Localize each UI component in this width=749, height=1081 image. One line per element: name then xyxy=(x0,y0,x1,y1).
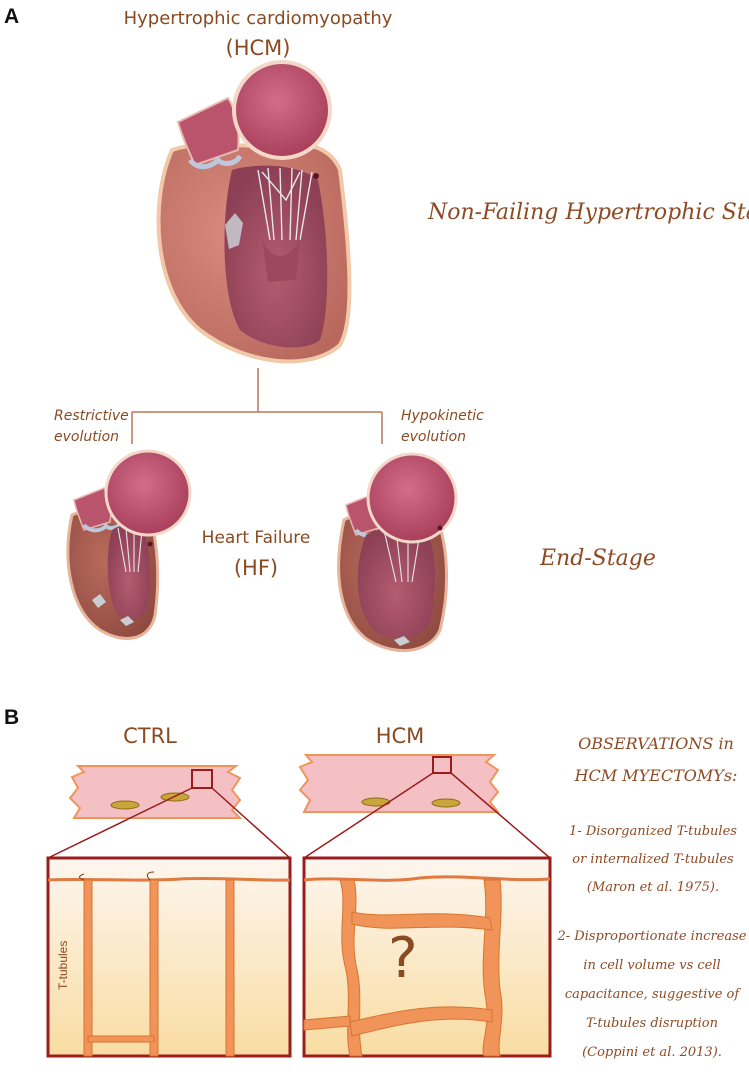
obs1-line3: (Maron et al. 1975). xyxy=(586,880,720,895)
hypokinetic-evolution-label: Hypokinetic evolution xyxy=(401,406,484,448)
heart-restrictive-hf xyxy=(66,449,192,640)
hcm-title-line1: Hypertrophic cardiomyopathy xyxy=(123,8,393,29)
obs2-line4: T-tubules disruption xyxy=(586,1016,718,1031)
hcm-ttubule-zoom xyxy=(302,856,552,1058)
heart-hcm-non-failing xyxy=(156,60,352,364)
observations-title-line1: OBSERVATIONS in xyxy=(578,734,734,753)
hcm-title-line2: (HCM) xyxy=(225,36,291,60)
hf-label-line2: (HF) xyxy=(233,556,279,580)
restrictive-evolution-label: Restrictive evolution xyxy=(54,406,129,448)
hf-label-line1: Heart Failure xyxy=(201,528,311,548)
restrictive-line2: evolution xyxy=(54,429,120,445)
heart-hypokinetic-hf xyxy=(337,452,458,653)
hypokinetic-line2: evolution xyxy=(401,429,467,445)
obs1-line1: 1- Disorganized T-tubules xyxy=(569,824,737,839)
question-mark: ? xyxy=(388,926,418,991)
obs2-line3: capacitance, suggestive of xyxy=(564,987,740,1002)
evolution-branch-lines xyxy=(131,368,383,444)
obs2-line1: 2- Disproportionate increase xyxy=(557,929,747,944)
restrictive-line1: Restrictive xyxy=(54,408,129,424)
obs2-line2: in cell volume vs cell xyxy=(583,958,721,973)
ttubules-label: T-tubules xyxy=(56,940,70,990)
non-failing-stage-label: Non-Failing Hypertrophic Stage xyxy=(428,200,749,225)
panel-b-letter: B xyxy=(4,706,20,729)
ctrl-ttubule-zoom xyxy=(46,856,292,1058)
obs2-line5: (Coppini et al. 2013). xyxy=(582,1045,722,1060)
ctrl-cardiomyocyte xyxy=(47,765,291,859)
observation-2: 2- Disproportionate increase in cell vol… xyxy=(556,922,748,1067)
ctrl-label: CTRL xyxy=(123,724,177,748)
obs1-line2: or internalized T-tubules xyxy=(572,852,734,867)
end-stage-label: End-Stage xyxy=(540,546,656,571)
hypokinetic-line1: Hypokinetic xyxy=(401,408,484,424)
observation-1: 1- Disorganized T-tubules or internalize… xyxy=(558,818,748,902)
observations-title-line2: HCM MYECTOMYs: xyxy=(574,766,738,785)
hcm-label: HCM xyxy=(375,724,425,748)
observations-title: OBSERVATIONS in HCM MYECTOMYs: xyxy=(566,728,746,792)
hcm-cardiomyocyte xyxy=(298,754,551,859)
panel-a-letter: A xyxy=(4,5,20,28)
